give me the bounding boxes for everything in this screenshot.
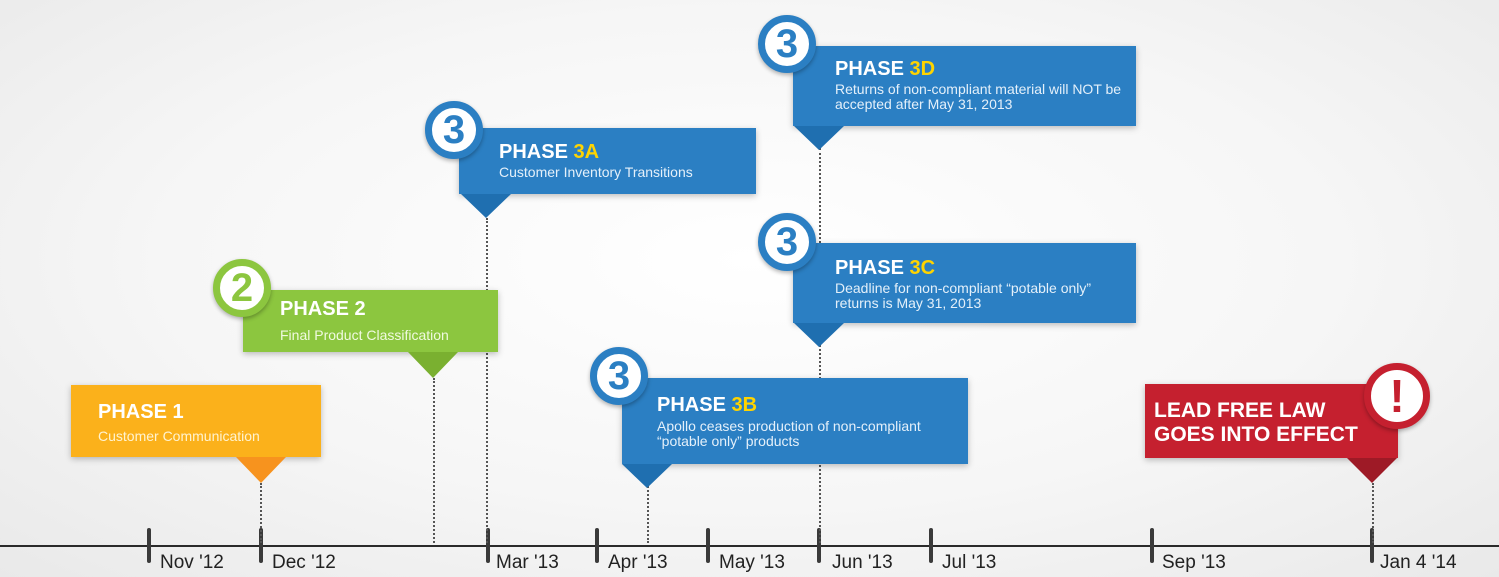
phase3b-title: PHASE 3B [657, 394, 757, 416]
phase3d-pointer [794, 126, 844, 150]
phase3d-badge: 3 [758, 15, 816, 73]
phase3c-title: PHASE 3C [835, 257, 935, 279]
tick-label: Jun '13 [832, 552, 893, 573]
timeline-axis [0, 545, 1499, 547]
phase3a-description: Customer Inventory Transitions [499, 164, 693, 180]
phase3b-title-highlight: 3B [731, 394, 758, 416]
phase3a-title-prefix: PHASE [499, 141, 574, 163]
phase3c-card: PHASE 3C Deadline for non-compliant “pot… [793, 243, 1136, 323]
phase3a-card: PHASE 3A Customer Inventory Transitions [459, 128, 756, 194]
phase3d-description: Returns of non-compliant material will N… [835, 81, 1122, 112]
lead-free-card: LEAD FREE LAW GOES INTO EFFECT [1145, 384, 1398, 458]
phase2-description: Final Product Classification [280, 327, 449, 343]
lead-free-pointer [1347, 458, 1397, 483]
phase3c-description: Deadline for non-compliant “potable only… [835, 280, 1092, 311]
tick-jul-13 [929, 528, 933, 563]
phase2-title: PHASE 2 [280, 298, 366, 320]
tick-jun-13 [817, 528, 821, 563]
phase3c-title-prefix: PHASE [835, 257, 910, 279]
phase3d-title-highlight: 3D [909, 58, 936, 80]
tick-may-13 [706, 528, 710, 563]
tick-label: Sep '13 [1162, 552, 1226, 573]
phase3d-card: PHASE 3D Returns of non-compliant materi… [793, 46, 1136, 126]
tick-jan-14 [1370, 528, 1374, 563]
phase3b-title-prefix: PHASE [657, 394, 732, 416]
phase3a-badge: 3 [425, 101, 483, 159]
tick-label: Dec '12 [272, 552, 336, 573]
phase3c-badge: 3 [758, 213, 816, 271]
phase1-pointer [236, 457, 286, 483]
tick-label: Nov '12 [160, 552, 224, 573]
connector-phase1 [260, 483, 262, 543]
tick-apr-13 [595, 528, 599, 563]
phase1-title: PHASE 1 [98, 401, 184, 423]
phase3b-description: Apollo ceases production of non-complian… [657, 418, 921, 449]
phase3d-title-prefix: PHASE [835, 58, 910, 80]
exclamation-icon: ! [1364, 363, 1430, 429]
lead-free-line1: LEAD FREE LAW [1154, 399, 1326, 422]
tick-mar-13 [486, 528, 490, 563]
tick-label: May '13 [719, 552, 785, 573]
connector-phase2 [433, 378, 435, 543]
phase3b-card: PHASE 3B Apollo ceases production of non… [622, 378, 968, 464]
tick-label: Apr '13 [608, 552, 668, 573]
phase1-description: Customer Communication [98, 428, 260, 444]
phase3a-pointer [461, 194, 511, 218]
tick-sep-13 [1150, 528, 1154, 563]
phase3a-title: PHASE 3A [499, 141, 599, 163]
connector-lead-free [1372, 483, 1374, 543]
phase2-pointer [408, 352, 458, 378]
connector-phase3a [486, 218, 488, 543]
tick-nov-12 [147, 528, 151, 563]
phase3b-pointer [622, 464, 672, 488]
phase2-badge: 2 [213, 259, 271, 317]
tick-label: Mar '13 [496, 552, 559, 573]
connector-phase3b [647, 483, 649, 543]
phase3b-badge: 3 [590, 347, 648, 405]
phase1-card: PHASE 1 Customer Communication [71, 385, 321, 457]
lead-free-line2: GOES INTO EFFECT [1154, 423, 1358, 446]
tick-dec-12 [259, 528, 263, 563]
tick-label: Jan 4 '14 [1380, 552, 1457, 573]
phase3a-title-highlight: 3A [573, 141, 600, 163]
tick-label: Jul '13 [942, 552, 997, 573]
phase3c-title-highlight: 3C [909, 257, 936, 279]
phase3c-pointer [794, 323, 844, 347]
phase2-card: PHASE 2 Final Product Classification [243, 290, 498, 352]
phase3d-title: PHASE 3D [835, 58, 935, 80]
